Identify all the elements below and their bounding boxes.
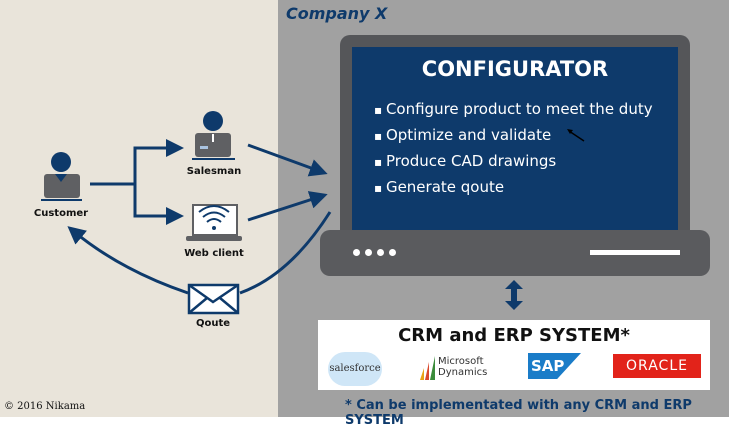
company-label: Company X	[286, 4, 388, 23]
salesforce-logo: salesforce	[328, 352, 382, 386]
feature-item: Configure product to meet the duty	[374, 97, 653, 123]
customer-icon	[41, 152, 82, 201]
feature-item: Optimize and validate	[374, 123, 653, 149]
arrow-configurator-quote	[239, 211, 332, 295]
feature-item: Generate qoute	[374, 175, 653, 201]
configurator-features: Configure product to meet the duty Optim…	[374, 97, 653, 201]
arrow-quote-customer	[67, 226, 189, 295]
microsoft-dynamics-logo: Microsoft Dynamics	[418, 356, 496, 380]
quote-label: Qoute	[195, 318, 231, 329]
arrow-webclient-configurator	[247, 191, 328, 222]
oracle-logo: ORACLE	[613, 354, 701, 378]
arrow-salesman-configurator	[247, 143, 328, 177]
crm-erp-box: CRM and ERP SYSTEM* salesforce Microsoft…	[318, 320, 710, 390]
salesman-label: Salesman	[186, 166, 242, 177]
crm-title: CRM and ERP SYSTEM*	[398, 325, 630, 346]
arrow-to-webclient	[133, 184, 184, 225]
sync-arrow-icon	[505, 280, 523, 310]
indicator-dot	[377, 249, 384, 256]
configurator-title: CONFIGURATOR	[421, 57, 609, 81]
feature-item: Produce CAD drawings	[374, 149, 653, 175]
indicator-dot	[365, 249, 372, 256]
salesman-icon	[192, 111, 235, 160]
web-client-icon	[186, 204, 242, 241]
customer-label: Customer	[33, 208, 89, 219]
flow-diagram	[41, 111, 585, 315]
laptop-base	[320, 230, 710, 276]
web-client-label: Web client	[184, 248, 244, 259]
footnote: * Can be implementated with any CRM and …	[345, 398, 692, 428]
arrow-to-salesman	[90, 139, 184, 186]
indicator-dot	[353, 249, 360, 256]
configurator-screen: CONFIGURATOR Configure product to meet t…	[352, 47, 678, 230]
cursor-icon	[568, 130, 585, 142]
copyright: © 2016 Nikama	[4, 401, 86, 412]
slot	[590, 250, 680, 255]
envelope-icon	[187, 283, 240, 315]
indicator-dot	[389, 249, 396, 256]
sap-logo: SAP	[528, 353, 581, 379]
